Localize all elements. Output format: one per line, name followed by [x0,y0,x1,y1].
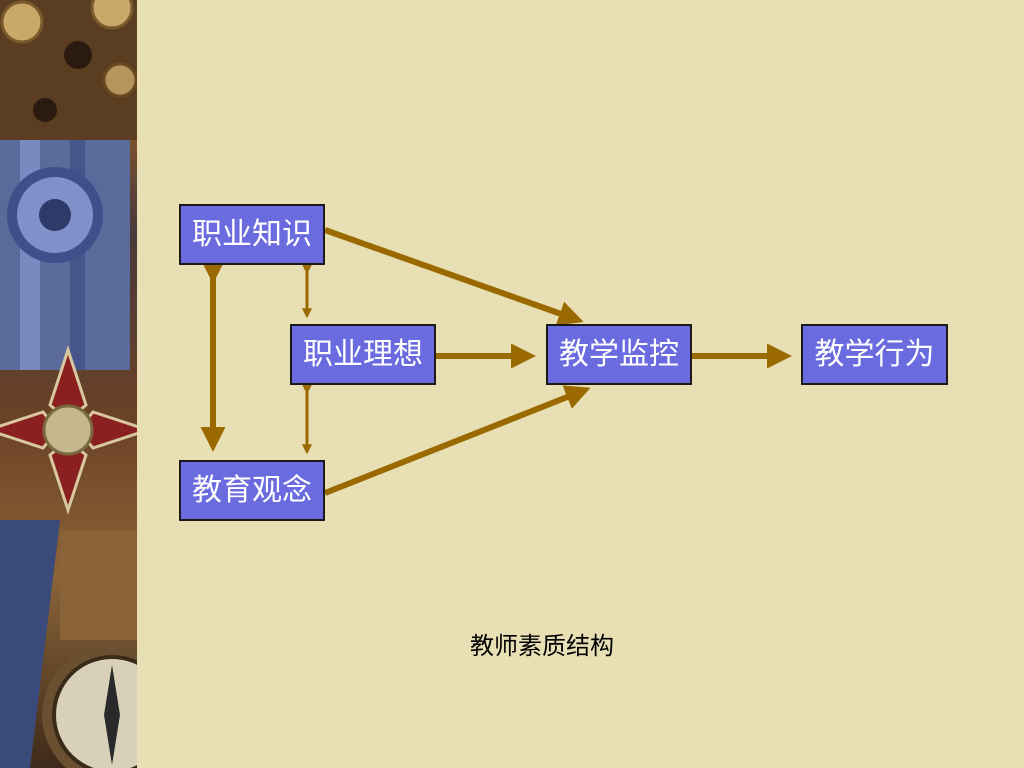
node-educational-concept: 教育观念 [179,460,325,521]
node-teaching-behavior: 教学行为 [801,324,948,385]
node-professional-knowledge: 职业知识 [179,204,325,265]
node-teaching-monitoring: 教学监控 [546,324,692,385]
diagram-caption: 教师素质结构 [470,632,614,660]
arrow-concept-to-monitor [323,385,591,496]
node-professional-ideal: 职业理想 [290,324,436,385]
arrow-knowledge-to-monitor [323,227,584,326]
decorative-photo-strip [0,0,137,768]
medal-photo-image [0,0,137,768]
